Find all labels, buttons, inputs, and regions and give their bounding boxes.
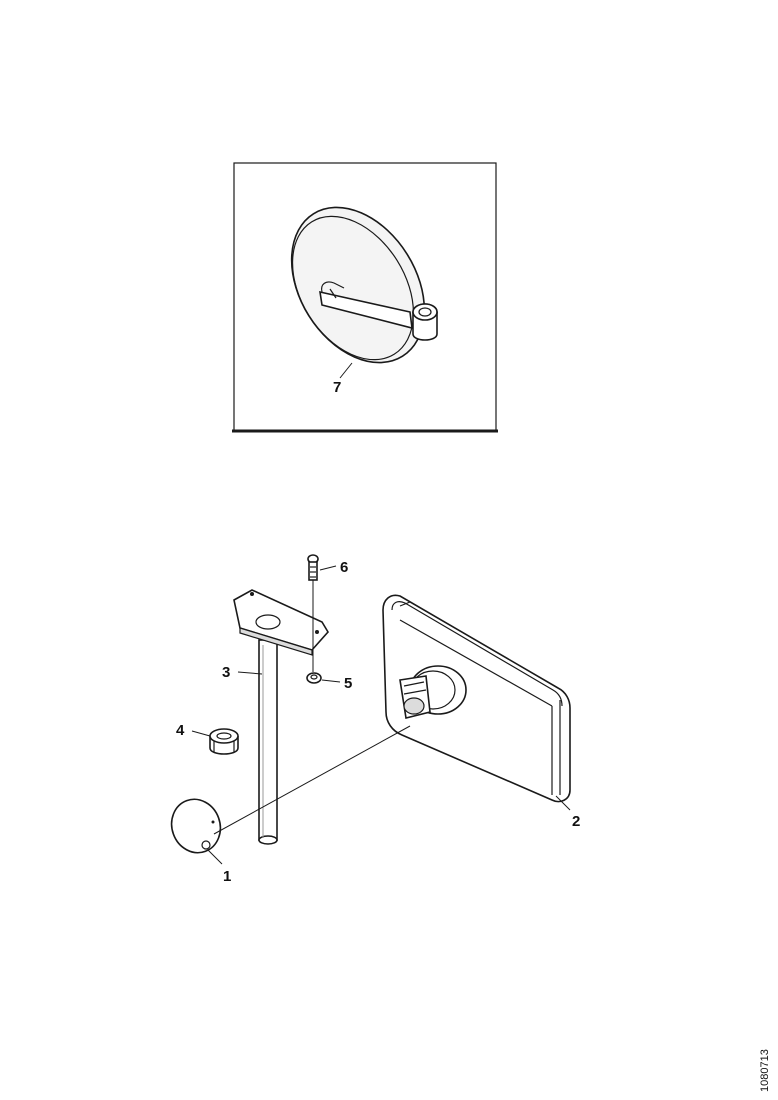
round-cover (170, 798, 222, 854)
exploded-view: 6 5 3 4 1 2 (170, 554, 580, 885)
round-mirror (290, 206, 438, 364)
bolt (307, 554, 319, 581)
callout-5: 5 (344, 675, 352, 692)
callout-6: 6 (340, 559, 348, 576)
mounting-plate (233, 589, 329, 656)
callout-7: 7 (333, 379, 341, 396)
callout-1: 1 (223, 868, 231, 885)
callout-4: 4 (176, 722, 185, 739)
leader-2 (555, 795, 571, 811)
reference-code: 1080713 (759, 1049, 771, 1092)
leader-5 (321, 679, 341, 683)
inset-panel: 7 (232, 162, 498, 433)
leader-4 (191, 730, 211, 737)
callout-3: 3 (222, 664, 230, 681)
nut (306, 672, 322, 684)
leader-3 (237, 671, 263, 675)
leader-6 (319, 565, 337, 571)
bushing (209, 728, 239, 755)
rectangular-mirror (382, 594, 571, 803)
assembly-line-cover (213, 725, 411, 835)
arm-tube (258, 639, 278, 845)
leader-7 (339, 362, 353, 379)
callout-2: 2 (572, 813, 580, 830)
leader-1 (207, 849, 223, 865)
